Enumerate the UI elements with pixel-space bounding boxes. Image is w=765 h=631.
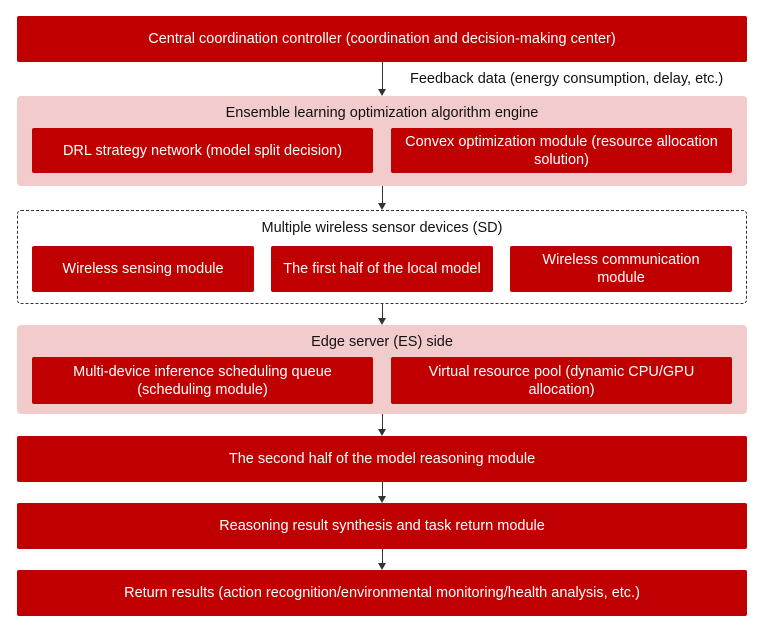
edge-server-group: Edge server (ES) side Multi-device infer…: [17, 325, 747, 414]
sensor-devices-title: Multiple wireless sensor devices (SD): [261, 220, 503, 236]
wireless-communication-box: Wireless communication module: [510, 246, 732, 292]
sensor-devices-group: Multiple wireless sensor devices (SD) Wi…: [17, 210, 747, 304]
resource-pool-box: Virtual resource pool (dynamic CPU/GPU a…: [391, 357, 732, 404]
convex-optimization-box: Convex optimization module (resource all…: [391, 128, 732, 173]
ensemble-engine-title: Ensemble learning optimization algorithm…: [225, 105, 539, 121]
wireless-sensing-box: Wireless sensing module: [32, 246, 254, 292]
first-half-model-box: The first half of the local model: [271, 246, 493, 292]
return-results-box: Return results (action recognition/envir…: [17, 570, 747, 616]
feedback-label: Feedback data (energy consumption, delay…: [410, 71, 724, 87]
result-synthesis-box: Reasoning result synthesis and task retu…: [17, 503, 747, 549]
scheduling-queue-box: Multi-device inference scheduling queue …: [32, 357, 373, 404]
second-half-model-box: The second half of the model reasoning m…: [17, 436, 747, 482]
ensemble-engine-group: Ensemble learning optimization algorithm…: [17, 96, 747, 186]
edge-server-title: Edge server (ES) side: [311, 334, 453, 350]
central-controller-box: Central coordination controller (coordin…: [17, 16, 747, 62]
drl-strategy-box: DRL strategy network (model split decisi…: [32, 128, 373, 173]
